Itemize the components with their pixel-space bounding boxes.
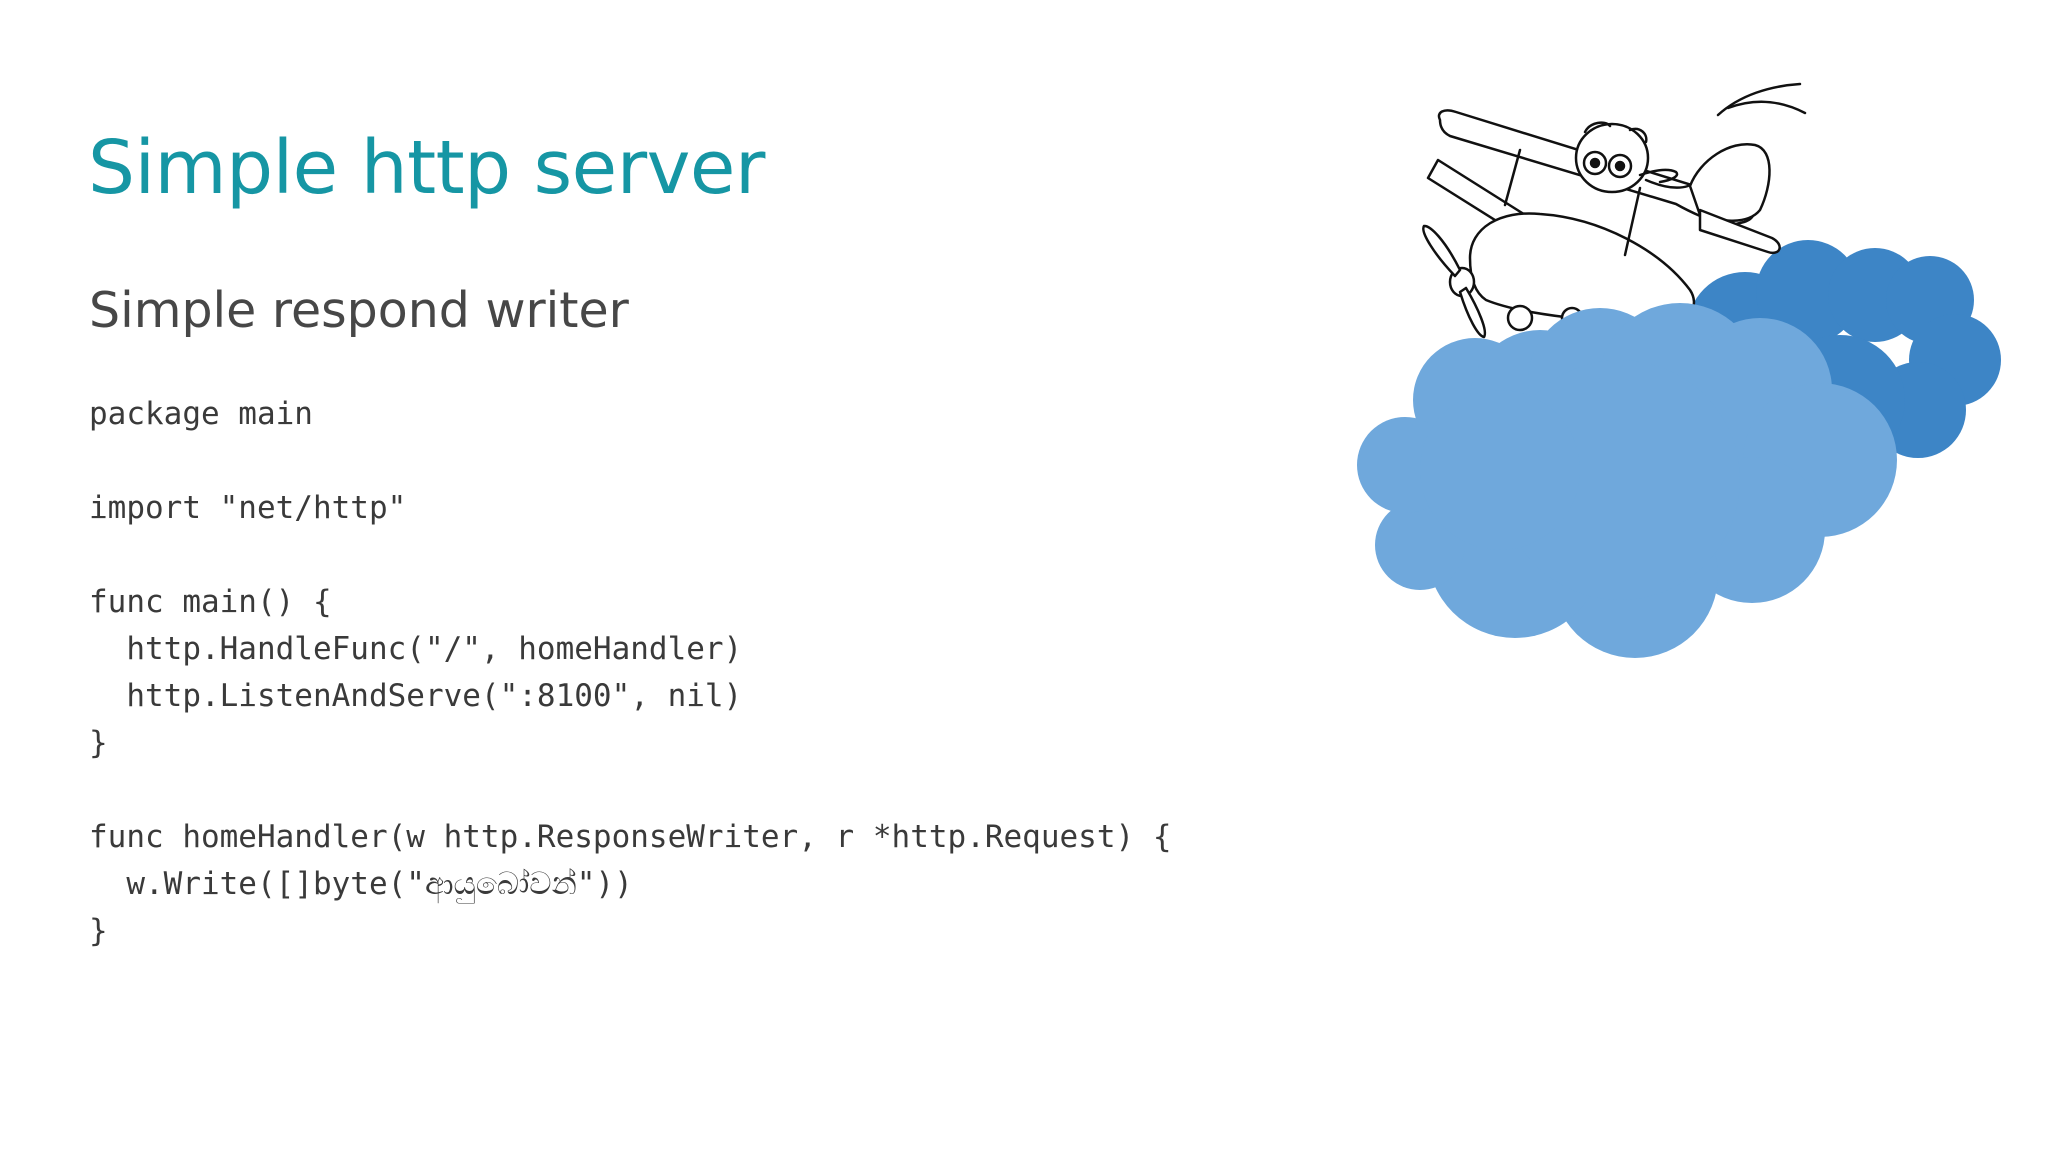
slide-title: Simple http server [88, 125, 765, 211]
code-line [89, 438, 1172, 485]
code-line [89, 767, 1172, 814]
slide-subtitle: Simple respond writer [89, 282, 629, 339]
code-line: http.HandleFunc("/", homeHandler) [89, 631, 743, 667]
biplane-drawing [1422, 82, 1807, 342]
code-line: func homeHandler(w http.ResponseWriter, … [89, 819, 1172, 855]
code-line: } [89, 913, 108, 949]
code-line: func main() { [89, 584, 332, 620]
code-line: w.Write([]byte("ආයුබෝවන්")) [89, 866, 633, 902]
gopher-biplane-icon [1357, 82, 2001, 658]
code-line: http.ListenAndServe(":8100", nil) [89, 678, 743, 714]
code-line: } [89, 725, 108, 761]
code-line: package main [89, 396, 313, 432]
code-line: import "net/http" [89, 490, 407, 526]
front-cloud [1357, 303, 1897, 658]
code-block: package main import "net/http" func main… [89, 391, 1172, 955]
code-line [89, 532, 1172, 579]
